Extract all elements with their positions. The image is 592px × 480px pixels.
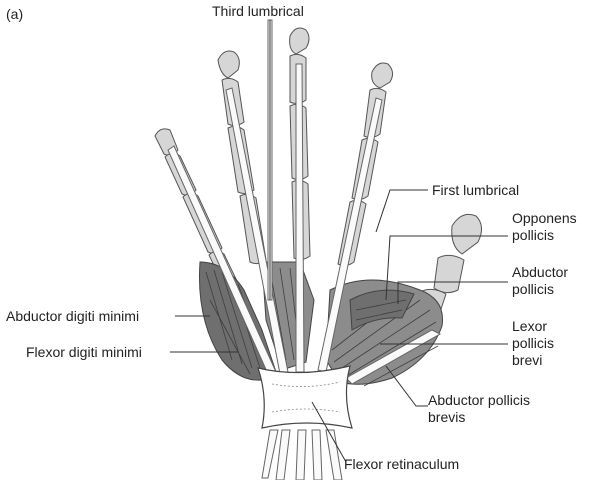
abductor-pollicis-line1: Abductor [512, 264, 568, 281]
abductor-pollicis-brevis-label: Abductor pollicis brevis [428, 392, 530, 426]
panel-label: (a) [6, 6, 23, 23]
abductor-pollicis-brevis-line2: brevis [428, 409, 530, 426]
abductor-pollicis-label: Abductor pollicis [512, 264, 568, 298]
abductor-pollicis-line2: pollicis [512, 281, 568, 298]
forearm-tendons [262, 430, 342, 480]
lexor-pollicis-line3: brevi [512, 352, 554, 369]
first-lumbrical-label: First lumbrical [432, 182, 519, 199]
lexor-pollicis-line1: Lexor [512, 318, 554, 335]
leader-first-lumbrical [376, 190, 428, 232]
third-lumbrical-label: Third lumbrical [212, 3, 304, 20]
flexor-retinaculum-label: Flexor retinaculum [344, 456, 459, 473]
flexor-retinaculum-band [258, 366, 352, 428]
flexor-digiti-minimi-label: Flexor digiti minimi [26, 344, 142, 361]
abductor-pollicis-brevis-line1: Abductor pollicis [428, 392, 530, 409]
opponens-pollicis-line1: Opponens [512, 210, 577, 227]
opponens-pollicis-line2: pollicis [512, 227, 577, 244]
abductor-digiti-minimi-label: Abductor digiti minimi [6, 308, 139, 325]
lexor-pollicis-line2: pollicis [512, 335, 554, 352]
opponens-pollicis-label: Opponens pollicis [512, 210, 577, 244]
lexor-pollicis-brevi-label: Lexor pollicis brevi [512, 318, 554, 369]
